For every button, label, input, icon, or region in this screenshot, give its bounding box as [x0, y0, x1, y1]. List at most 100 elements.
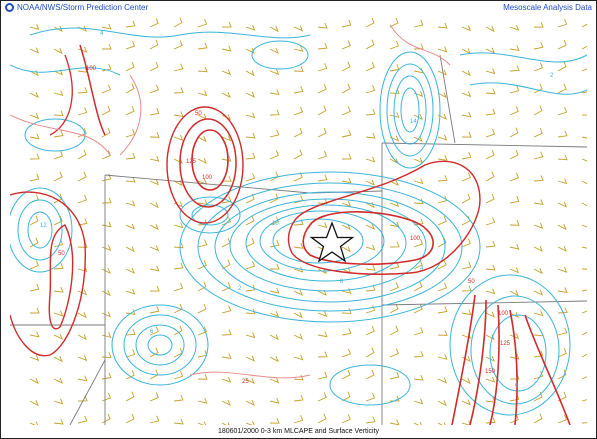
- wind-barb: [509, 106, 519, 116]
- wind-barb: [461, 355, 471, 363]
- vorticity-contour: [24, 118, 86, 152]
- wind-barb: [293, 127, 303, 138]
- wind-barb: [533, 151, 544, 160]
- wind-barb: [77, 289, 88, 296]
- wind-barb: [365, 17, 375, 28]
- wind-barb: [557, 287, 568, 294]
- wind-barb: [101, 392, 112, 402]
- vorticity-contour: [449, 274, 571, 416]
- wind-barb: [437, 354, 448, 360]
- vorticity-label: 4: [100, 31, 104, 37]
- wind-barb: [77, 242, 88, 248]
- state-border: [381, 300, 587, 306]
- wind-barb: [533, 350, 544, 358]
- wind-barb: [533, 105, 543, 116]
- wind-barb: [221, 237, 231, 248]
- wind-barb: [365, 85, 376, 94]
- vorticity-contour: [111, 304, 209, 386]
- wind-barb: [125, 288, 136, 295]
- wind-barb: [269, 334, 279, 341]
- wind-barb: [557, 130, 568, 138]
- wind-barb: [509, 290, 519, 297]
- cape-contour: [179, 118, 237, 208]
- wind-barb: [77, 194, 88, 204]
- wind-barb: [581, 331, 587, 336]
- vorticity-contour: [229, 198, 427, 292]
- wind-barb: [509, 24, 520, 31]
- wind-barb: [197, 66, 208, 73]
- wind-barb: [509, 65, 520, 72]
- wind-barb: [221, 259, 231, 270]
- wind-barb: [413, 398, 424, 405]
- wind-barb: [197, 397, 208, 404]
- wind-barb: [317, 311, 328, 317]
- star-marker-icon: [309, 221, 355, 263]
- wind-barb: [173, 111, 184, 118]
- cape-label: 100: [86, 66, 97, 72]
- wind-barb: [125, 309, 136, 315]
- wind-barb: [53, 286, 64, 293]
- wind-barb: [245, 308, 256, 315]
- cape-contour: [509, 309, 518, 425]
- wind-barb: [125, 176, 136, 183]
- wind-barb: [557, 106, 568, 116]
- wind-barb: [125, 246, 135, 253]
- wind-barb: [269, 69, 280, 75]
- wind-barb: [29, 400, 39, 407]
- wind-barb: [269, 239, 280, 248]
- wind-barb: [77, 333, 87, 341]
- vorticity-contour: [27, 211, 53, 249]
- wind-barb: [581, 180, 587, 185]
- wind-barb: [317, 331, 328, 338]
- wind-barb: [53, 171, 63, 182]
- vorticity-contour: [214, 191, 446, 303]
- wind-barb: [341, 106, 351, 116]
- wind-barb: [173, 40, 183, 50]
- wind-barb: [461, 25, 472, 32]
- wind-barb: [413, 198, 424, 205]
- wind-barb: [149, 155, 160, 162]
- wind-barb: [557, 369, 567, 380]
- wind-barb: [293, 66, 304, 72]
- wind-barb: [461, 215, 471, 226]
- cape-label: 125: [186, 159, 197, 165]
- wind-barb: [485, 149, 495, 160]
- wind-barb: [197, 350, 208, 358]
- wind-barb: [245, 112, 256, 119]
- wind-barb: [437, 69, 447, 76]
- analysis-map: 50 100 125 50 100 50 125 100 150 100 25 …: [10, 15, 587, 425]
- wind-barb: [245, 355, 256, 362]
- wind-barb: [461, 151, 472, 160]
- wind-barb: [269, 26, 279, 33]
- wind-barb: [173, 17, 183, 28]
- wind-barb: [461, 399, 472, 406]
- wind-barb: [461, 111, 472, 118]
- wind-barb: [221, 176, 232, 182]
- wind-barb: [101, 63, 112, 72]
- wind-barb: [437, 22, 448, 29]
- wind-barb: [173, 394, 184, 402]
- wind-barb: [29, 24, 40, 30]
- wind-barb: [149, 305, 160, 314]
- wind-barb: [149, 392, 159, 402]
- wind-barb: [437, 46, 448, 53]
- wind-barb: [389, 371, 400, 380]
- wind-barb: [197, 136, 207, 143]
- wind-barb: [53, 333, 63, 340]
- wind-barb: [125, 40, 136, 50]
- wind-barb: [149, 265, 160, 272]
- wind-barb: [581, 422, 587, 424]
- vorticity-label: 2: [550, 73, 554, 79]
- wind-barb: [557, 39, 567, 50]
- wind-barb: [365, 369, 375, 380]
- wind-barb: [437, 400, 447, 407]
- vorticity-contour: [386, 63, 434, 157]
- wind-barb: [101, 311, 112, 318]
- wind-barb: [437, 306, 448, 314]
- wind-barb: [341, 369, 351, 380]
- wind-barb: [101, 352, 112, 359]
- state-border: [381, 142, 587, 148]
- wind-barb: [461, 378, 471, 385]
- wind-barb: [389, 261, 400, 270]
- wind-barb: [485, 397, 496, 403]
